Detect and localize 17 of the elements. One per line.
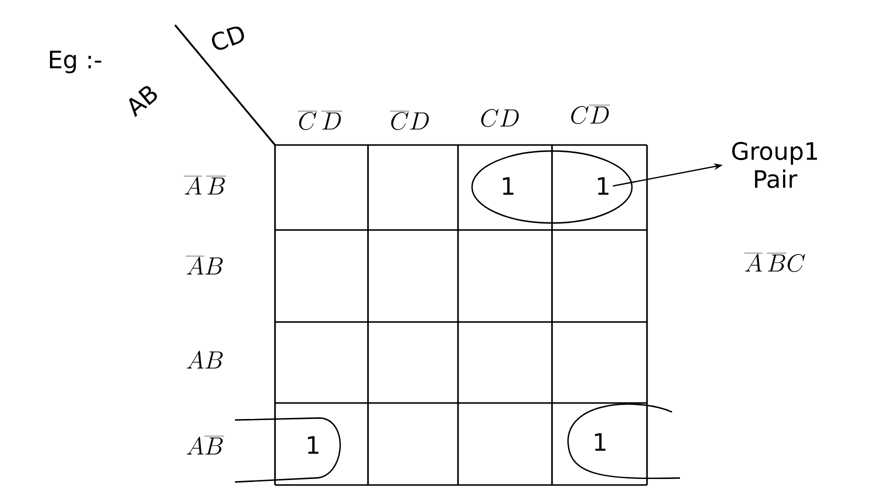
cell-value: 1 [598, 177, 608, 195]
cell-value: 1 [308, 436, 318, 454]
row-header: $\overline{A}B$ [186, 256, 223, 274]
column-header: $CD$ [481, 108, 519, 128]
row-header: $A\overline{B}$ [186, 436, 224, 454]
column-header: $\overline{C}\,\overline{D}$ [298, 111, 342, 130]
cell-value: 1 [595, 433, 606, 451]
cell-value: 1 [503, 177, 514, 195]
group-expression: $\overline{A}\,\overline{B}C$ [744, 253, 806, 272]
row-header: $AB$ [186, 350, 223, 368]
column-header: $\overline{C}D$ [390, 111, 429, 130]
row-header: $\overline{A}\,\overline{B}$ [184, 176, 226, 194]
group-note: Group1 Pair [732, 142, 817, 188]
column-variable-label: CD [212, 26, 244, 50]
column-header: $C\overline{D}$ [571, 105, 610, 124]
example-label: Eg :- [50, 50, 102, 74]
row-variable-label: AB [129, 86, 157, 118]
